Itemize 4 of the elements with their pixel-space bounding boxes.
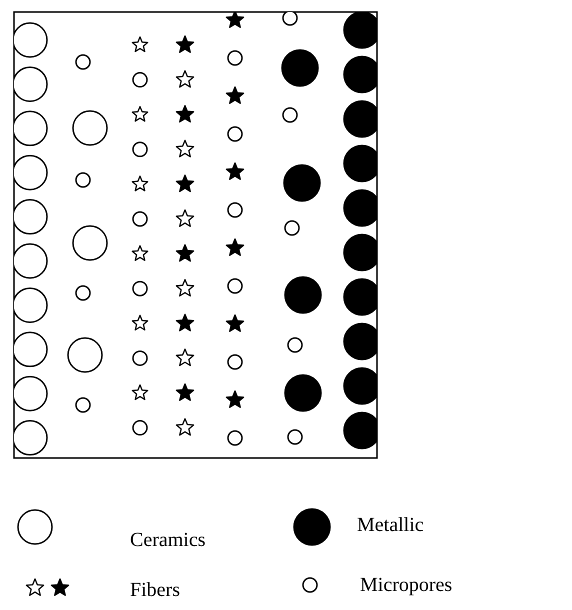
legend-label: Micropores (360, 575, 452, 595)
legend-label: Fibers (130, 580, 180, 600)
legend-label: Ceramics (130, 530, 206, 550)
legend-label: Metallic (357, 515, 424, 535)
